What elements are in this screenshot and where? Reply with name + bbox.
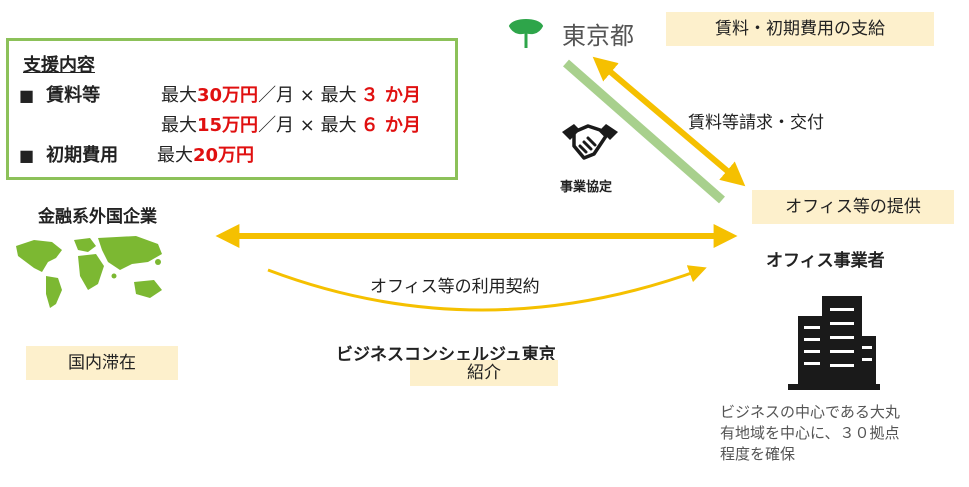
rent-line1-amount: 30万円: [197, 85, 259, 106]
handshake-icon: [562, 124, 618, 160]
agreement-label: 事業協定: [560, 180, 613, 195]
initial-amount: 20万円: [193, 145, 255, 166]
office-title: オフィス事業者: [766, 251, 885, 271]
support-initial-label: 初期費用: [46, 145, 119, 166]
rent-line2-months: ６ か月: [360, 115, 421, 136]
rent-line1-mid: ／月 × 最大: [258, 85, 357, 106]
office-note: ビジネスの中心である大丸 有地域を中心に、３０拠点 程度を確保: [720, 403, 900, 463]
rent-line2-amount: 15万円: [197, 115, 259, 136]
rent-line2-pre: 最大: [161, 115, 197, 136]
square-bullet-icon: ■: [19, 86, 35, 105]
initial-pre: 最大: [157, 145, 193, 166]
world-map-icon: [16, 236, 162, 308]
request-arrow: [592, 56, 746, 187]
ginkgo-leaf-icon: [508, 19, 544, 48]
building-icon: [788, 296, 880, 390]
stay-tag: 国内滞在: [26, 346, 178, 380]
tokyo-name: 東京都: [562, 22, 634, 50]
intro-tag: 紹介: [410, 360, 558, 386]
contract-label: オフィス等の利用契約: [370, 277, 540, 297]
rent-line1-months: ３ か月: [360, 85, 421, 106]
rent-line2-mid: ／月 × 最大: [258, 115, 357, 136]
contract-curve-arrow: [267, 265, 707, 312]
subsidy-tag: 賃料・初期費用の支給: [666, 12, 934, 46]
support-title: 支援内容: [23, 55, 95, 76]
support-rent-label: 賃料等: [46, 85, 101, 106]
rent-line1-pre: 最大: [161, 85, 197, 106]
provide-tag: オフィス等の提供: [752, 190, 954, 224]
request-label: 賃料等請求・交付: [688, 113, 824, 133]
foreign-title: 金融系外国企業: [38, 207, 157, 227]
square-bullet-icon: ■: [19, 146, 35, 165]
